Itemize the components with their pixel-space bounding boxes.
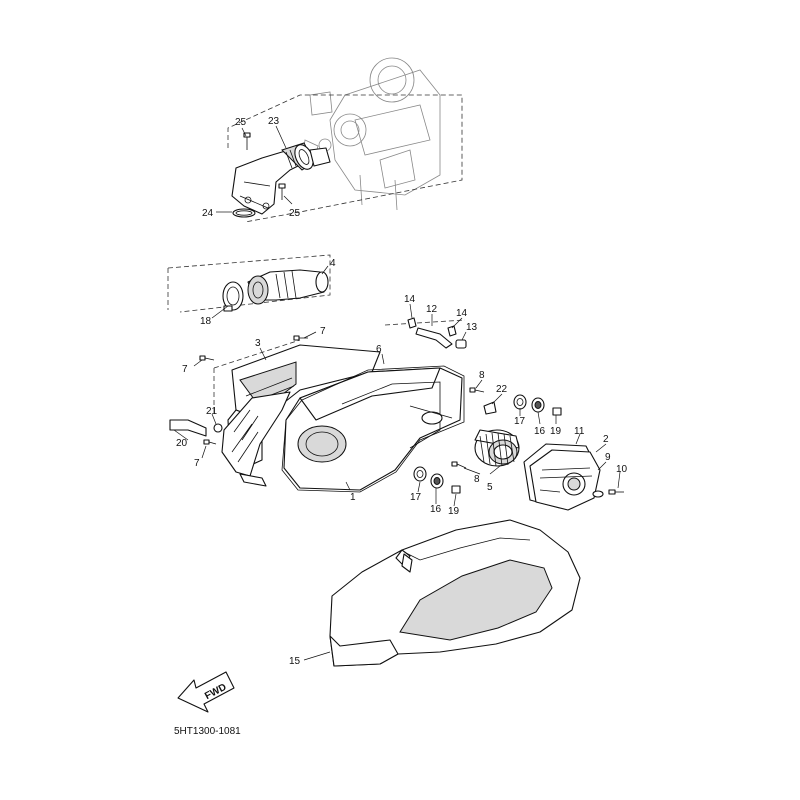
callout-9: 9 xyxy=(605,452,611,463)
screw-lower[interactable] xyxy=(278,183,286,200)
callout-13: 13 xyxy=(466,322,478,333)
callout-7-top: 7 xyxy=(320,326,326,337)
callout-12: 12 xyxy=(426,304,438,315)
callout-22: 22 xyxy=(496,384,508,395)
callout-14-right: 14 xyxy=(456,308,468,319)
callout-8-bottom: 8 xyxy=(474,474,480,485)
screw-case-bottom[interactable] xyxy=(203,439,217,445)
collar-upper[interactable] xyxy=(531,397,545,413)
case-element-frame[interactable] xyxy=(221,391,291,487)
screw-case-upper[interactable] xyxy=(469,387,485,393)
damper-upper[interactable] xyxy=(513,394,527,410)
callout-4: 4 xyxy=(330,258,336,269)
callout-23: 23 xyxy=(268,116,280,127)
box-group-boundary xyxy=(213,319,466,415)
callout-6: 6 xyxy=(376,344,382,355)
case-gasket[interactable] xyxy=(281,365,465,493)
diagram-code: 5HT1300-1081 xyxy=(174,726,241,737)
callout-24: 24 xyxy=(202,208,214,219)
element-bracket[interactable] xyxy=(483,401,497,415)
screw-upper[interactable] xyxy=(243,132,251,150)
callout-25-bottom: 25 xyxy=(289,208,301,219)
callout-25-top: 25 xyxy=(235,117,247,128)
hose-clip-left[interactable] xyxy=(407,317,417,329)
hose-clamp[interactable] xyxy=(222,281,244,312)
drain-hose[interactable] xyxy=(169,419,207,437)
screw-case-lower[interactable] xyxy=(451,461,467,469)
air-filter-case[interactable] xyxy=(283,367,463,491)
callout-18: 18 xyxy=(200,316,212,327)
callout-16-lower: 16 xyxy=(430,504,442,515)
drain-plug[interactable] xyxy=(455,339,467,349)
bolt-upper[interactable] xyxy=(552,407,562,416)
leader-lines xyxy=(173,125,621,661)
intake-group-boundary xyxy=(167,254,331,313)
callout-17-upper: 17 xyxy=(514,416,526,427)
hose-clip-right[interactable] xyxy=(447,325,457,337)
case-grommet[interactable] xyxy=(213,423,223,433)
callout-20: 20 xyxy=(176,438,188,449)
screw-case-left[interactable] xyxy=(199,355,215,361)
joint-hose[interactable] xyxy=(247,269,329,305)
callout-21: 21 xyxy=(206,406,218,417)
collar-lower[interactable] xyxy=(430,473,444,489)
air-filter-element[interactable] xyxy=(474,429,520,467)
callout-17-lower: 17 xyxy=(410,492,422,503)
callout-5: 5 xyxy=(487,482,493,493)
breather-hose[interactable] xyxy=(415,327,453,349)
callout-7-bottom: 7 xyxy=(194,458,200,469)
intake-joint[interactable] xyxy=(231,142,331,215)
callout-19-upper: 19 xyxy=(550,426,562,437)
cover-screw[interactable] xyxy=(608,489,624,495)
outer-cover[interactable] xyxy=(329,519,581,667)
callout-19-lower: 19 xyxy=(448,506,460,517)
callout-8-top: 8 xyxy=(479,370,485,381)
callout-10: 10 xyxy=(616,464,628,475)
callout-2: 2 xyxy=(603,434,609,445)
damper-lower[interactable] xyxy=(413,466,427,482)
callout-7-left: 7 xyxy=(182,364,188,375)
carburetor-illustration xyxy=(302,57,441,211)
bolt-lower[interactable] xyxy=(451,485,461,494)
callout-16-upper: 16 xyxy=(534,426,546,437)
callout-3: 3 xyxy=(255,338,261,349)
callout-15: 15 xyxy=(289,656,301,667)
case-cover[interactable] xyxy=(529,449,601,511)
callout-11: 11 xyxy=(574,426,585,437)
screw-case-top[interactable] xyxy=(293,335,308,341)
callout-1: 1 xyxy=(350,492,356,503)
carburetor-group-boundary xyxy=(227,94,463,223)
callout-14-left: 14 xyxy=(404,294,416,305)
callout-labels: 25 23 24 25 4 18 3 7 7 6 14 12 14 13 8 2… xyxy=(176,116,628,667)
cover-washer[interactable] xyxy=(592,490,604,498)
forward-arrow-icon: FWD xyxy=(177,671,235,713)
